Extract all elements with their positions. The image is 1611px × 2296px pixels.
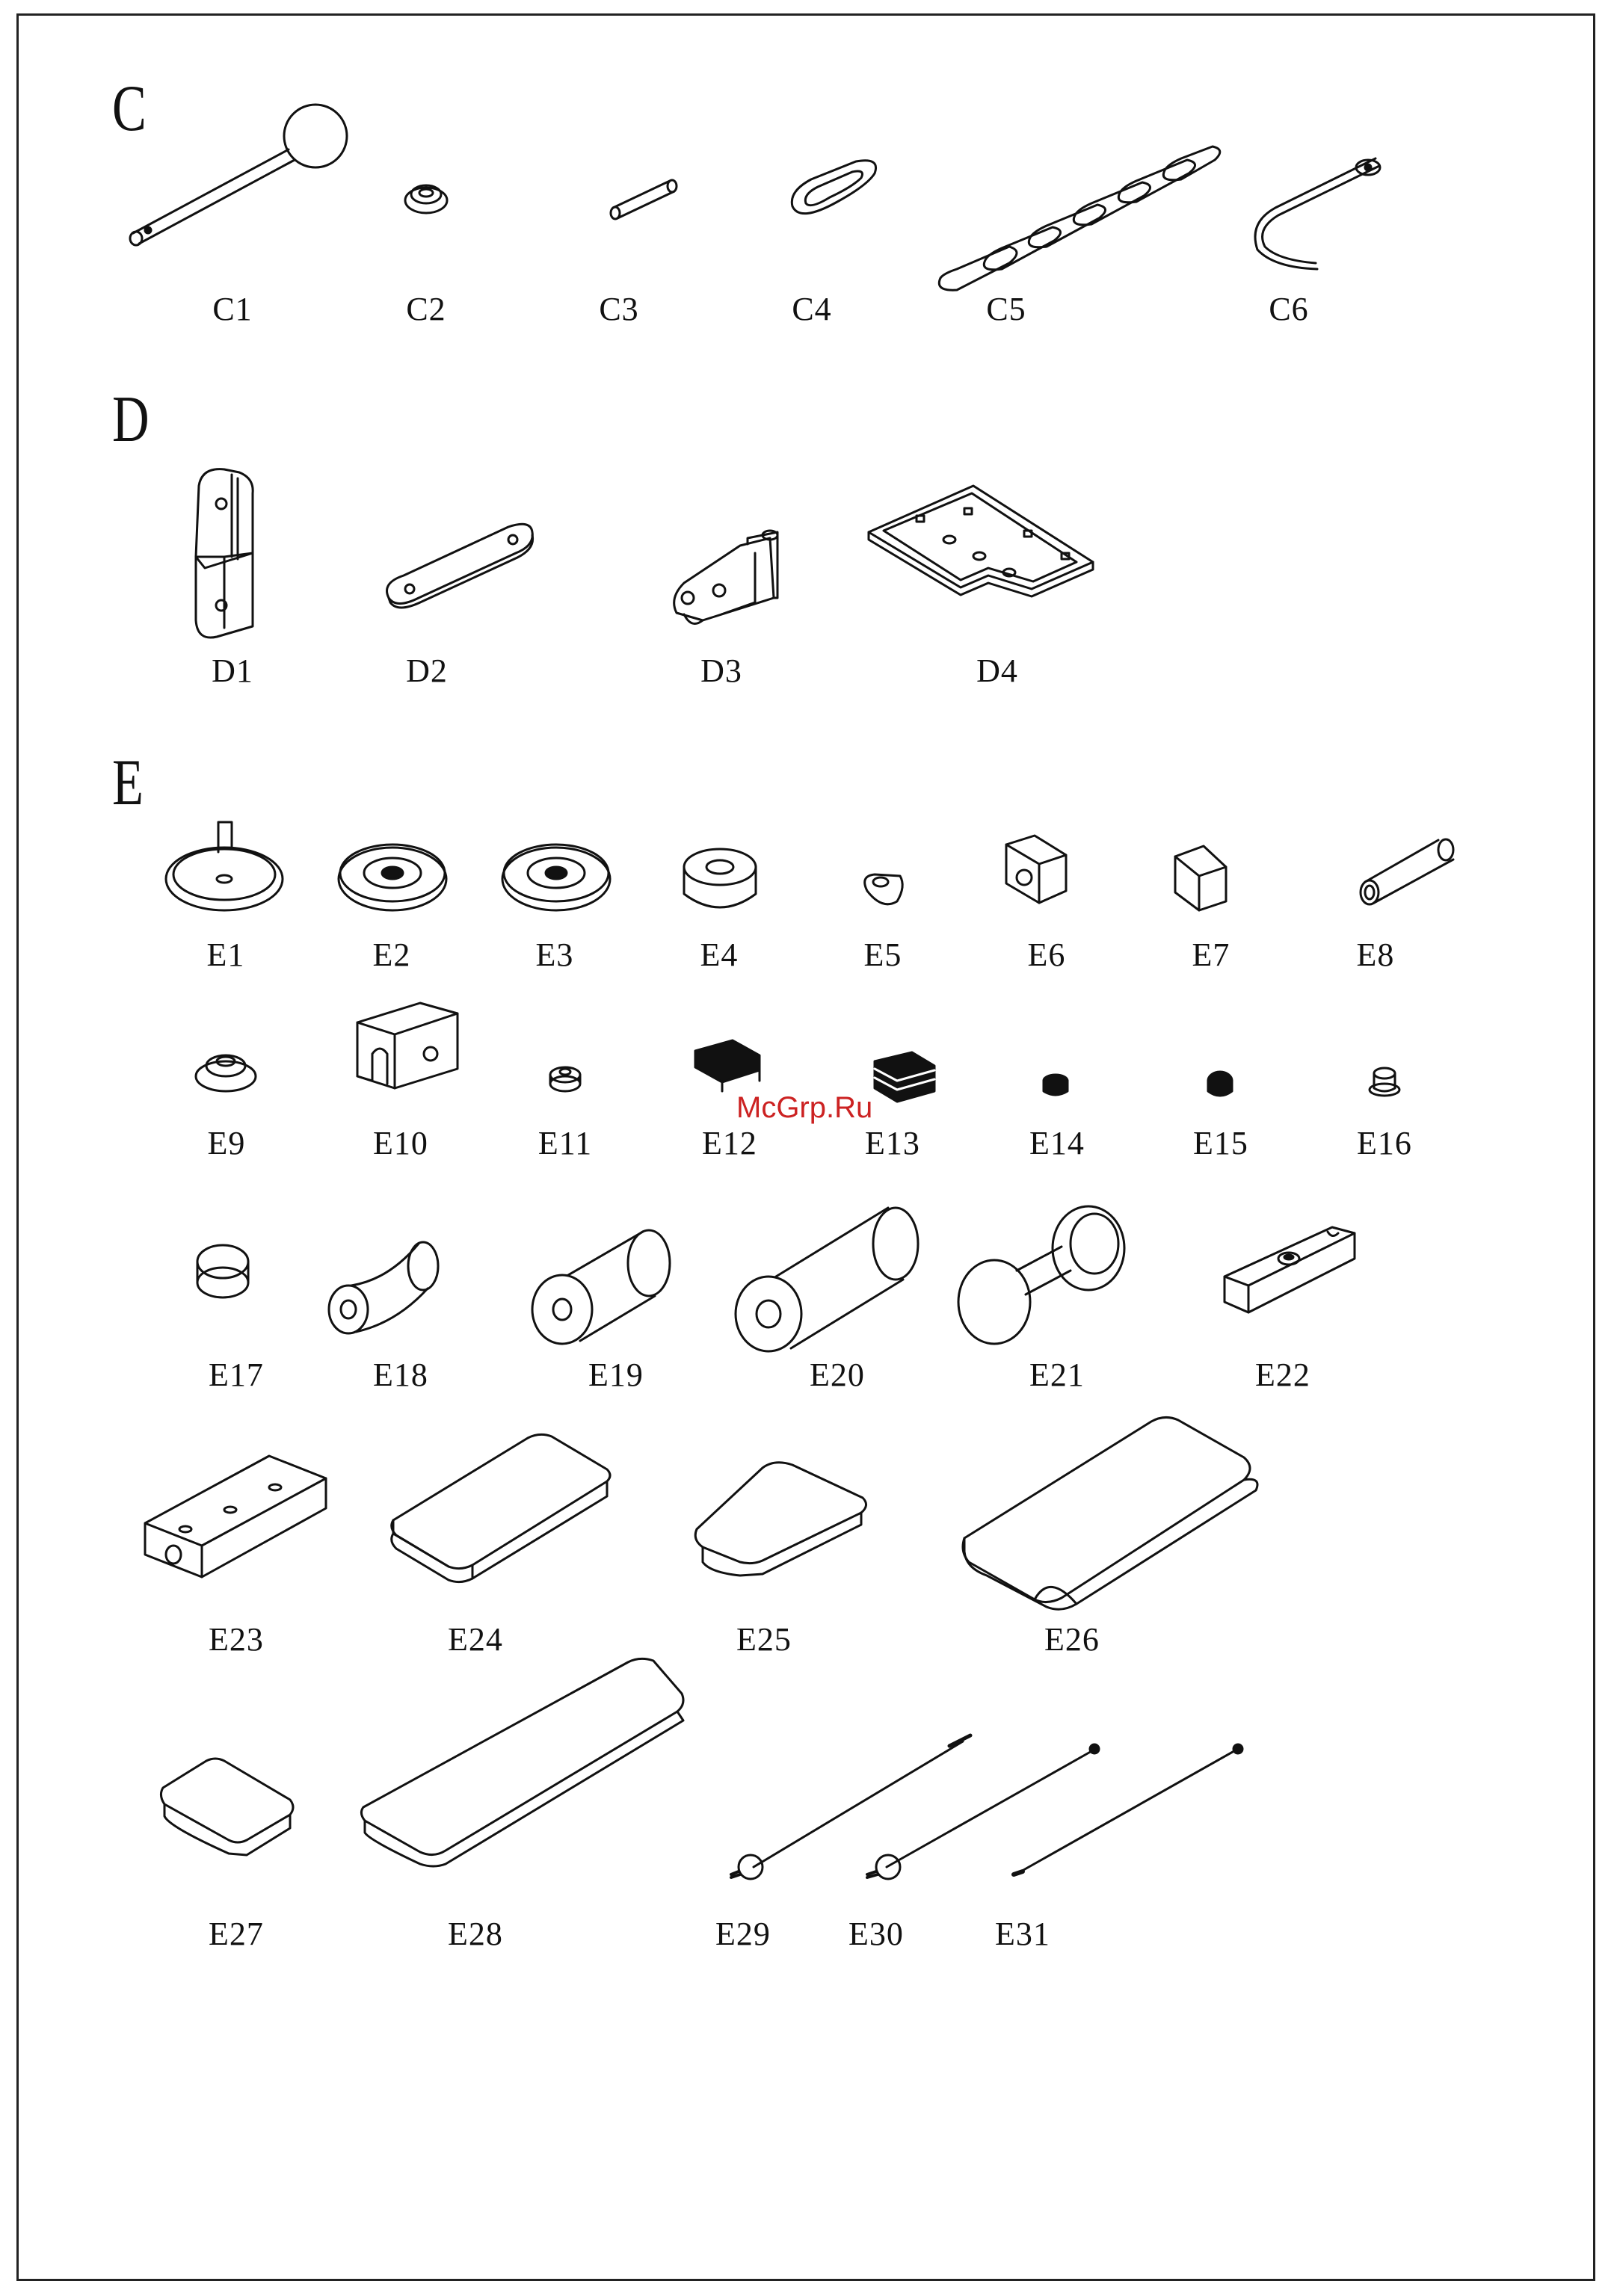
part-c2-bushing bbox=[405, 185, 447, 213]
label-e12: E12 bbox=[702, 1127, 757, 1160]
label-e27: E27 bbox=[209, 1918, 264, 1951]
part-e22-block-bracket bbox=[1225, 1227, 1355, 1312]
part-e21-dumbbell-roller bbox=[958, 1206, 1124, 1344]
label-c5: C5 bbox=[986, 293, 1026, 326]
part-e14-plug bbox=[1044, 1075, 1068, 1095]
label-e3: E3 bbox=[536, 939, 574, 972]
part-c6-hook-cable bbox=[1255, 158, 1380, 269]
label-e5: E5 bbox=[864, 939, 902, 972]
label-d3: D3 bbox=[700, 655, 742, 688]
label-e8: E8 bbox=[1357, 939, 1395, 972]
part-e25-trapezoid-pad bbox=[695, 1463, 866, 1576]
part-e4-spacer bbox=[684, 849, 756, 907]
label-e21: E21 bbox=[1029, 1359, 1085, 1392]
label-e23: E23 bbox=[209, 1623, 264, 1656]
label-e13: E13 bbox=[865, 1127, 920, 1160]
part-e26-long-pad bbox=[963, 1417, 1257, 1609]
label-e16: E16 bbox=[1357, 1127, 1412, 1160]
label-e2: E2 bbox=[373, 939, 411, 972]
label-e18: E18 bbox=[373, 1359, 428, 1392]
section-letter-c: C bbox=[112, 76, 147, 142]
label-e25: E25 bbox=[736, 1623, 792, 1656]
part-e19-roller bbox=[532, 1230, 670, 1344]
part-e27-small-pad bbox=[161, 1759, 293, 1855]
part-e13-end-cap bbox=[875, 1052, 934, 1102]
label-e17: E17 bbox=[209, 1359, 264, 1392]
label-e31: E31 bbox=[995, 1918, 1050, 1951]
part-c5-chain bbox=[939, 146, 1220, 290]
part-e18-roller bbox=[329, 1242, 438, 1333]
part-e9-flange-collar bbox=[196, 1055, 256, 1091]
part-e17-short-cylinder bbox=[197, 1245, 248, 1297]
part-e12-end-cap bbox=[695, 1040, 760, 1091]
label-e29: E29 bbox=[715, 1918, 771, 1951]
part-e6-square-block bbox=[1006, 836, 1066, 903]
label-e15: E15 bbox=[1193, 1127, 1248, 1160]
label-e14: E14 bbox=[1029, 1127, 1085, 1160]
label-e24: E24 bbox=[448, 1623, 503, 1656]
label-e9: E9 bbox=[208, 1127, 246, 1160]
label-c1: C1 bbox=[212, 293, 252, 326]
label-e6: E6 bbox=[1028, 939, 1066, 972]
part-d3-hinge-bracket bbox=[674, 531, 777, 624]
part-e7-cube bbox=[1175, 846, 1226, 910]
part-e5-clip bbox=[865, 874, 903, 904]
label-e10: E10 bbox=[373, 1127, 428, 1160]
label-e7: E7 bbox=[1192, 939, 1230, 972]
part-e11-small-cap bbox=[550, 1067, 580, 1091]
part-d2-flat-plate bbox=[387, 524, 533, 608]
label-d2: D2 bbox=[406, 655, 448, 688]
label-c2: C2 bbox=[406, 293, 446, 326]
part-e3-pulley bbox=[502, 845, 610, 910]
label-e28: E28 bbox=[448, 1918, 503, 1951]
watermark: McGrp.Ru bbox=[736, 1091, 872, 1125]
part-e31-cable bbox=[1014, 1744, 1242, 1874]
part-e30-cable bbox=[867, 1744, 1099, 1879]
part-c4-link bbox=[792, 161, 875, 214]
part-e15-plug bbox=[1208, 1072, 1232, 1096]
part-d1-double-bracket bbox=[196, 469, 253, 638]
label-d1: D1 bbox=[212, 655, 253, 688]
part-e10-u-bracket bbox=[357, 1003, 458, 1088]
label-e1: E1 bbox=[207, 939, 245, 972]
part-e24-seat-pad bbox=[392, 1434, 610, 1581]
label-e26: E26 bbox=[1044, 1623, 1100, 1656]
label-e11: E11 bbox=[538, 1127, 592, 1160]
section-letter-d: D bbox=[112, 387, 150, 453]
label-c4: C4 bbox=[792, 293, 831, 326]
part-e1-disc bbox=[166, 822, 283, 910]
label-e4: E4 bbox=[700, 939, 739, 972]
section-letter-e: E bbox=[112, 750, 144, 816]
part-e8-tube bbox=[1361, 839, 1453, 904]
part-e28-backrest-pad bbox=[361, 1658, 683, 1866]
part-e23-pad-base bbox=[145, 1456, 326, 1577]
label-c6: C6 bbox=[1269, 293, 1308, 326]
part-e20-long-roller bbox=[736, 1208, 918, 1351]
part-e16-plug bbox=[1370, 1068, 1399, 1096]
label-e30: E30 bbox=[848, 1918, 904, 1951]
part-c1-pin-with-knob bbox=[130, 105, 347, 245]
label-e20: E20 bbox=[810, 1359, 865, 1392]
part-d4-base-plate bbox=[869, 486, 1093, 596]
label-e22: E22 bbox=[1255, 1359, 1310, 1392]
label-e19: E19 bbox=[588, 1359, 644, 1392]
label-d4: D4 bbox=[976, 655, 1018, 688]
part-e29-cable bbox=[731, 1735, 970, 1879]
part-c3-rod bbox=[611, 180, 677, 219]
part-e2-pulley bbox=[339, 845, 446, 910]
label-c3: C3 bbox=[599, 293, 638, 326]
